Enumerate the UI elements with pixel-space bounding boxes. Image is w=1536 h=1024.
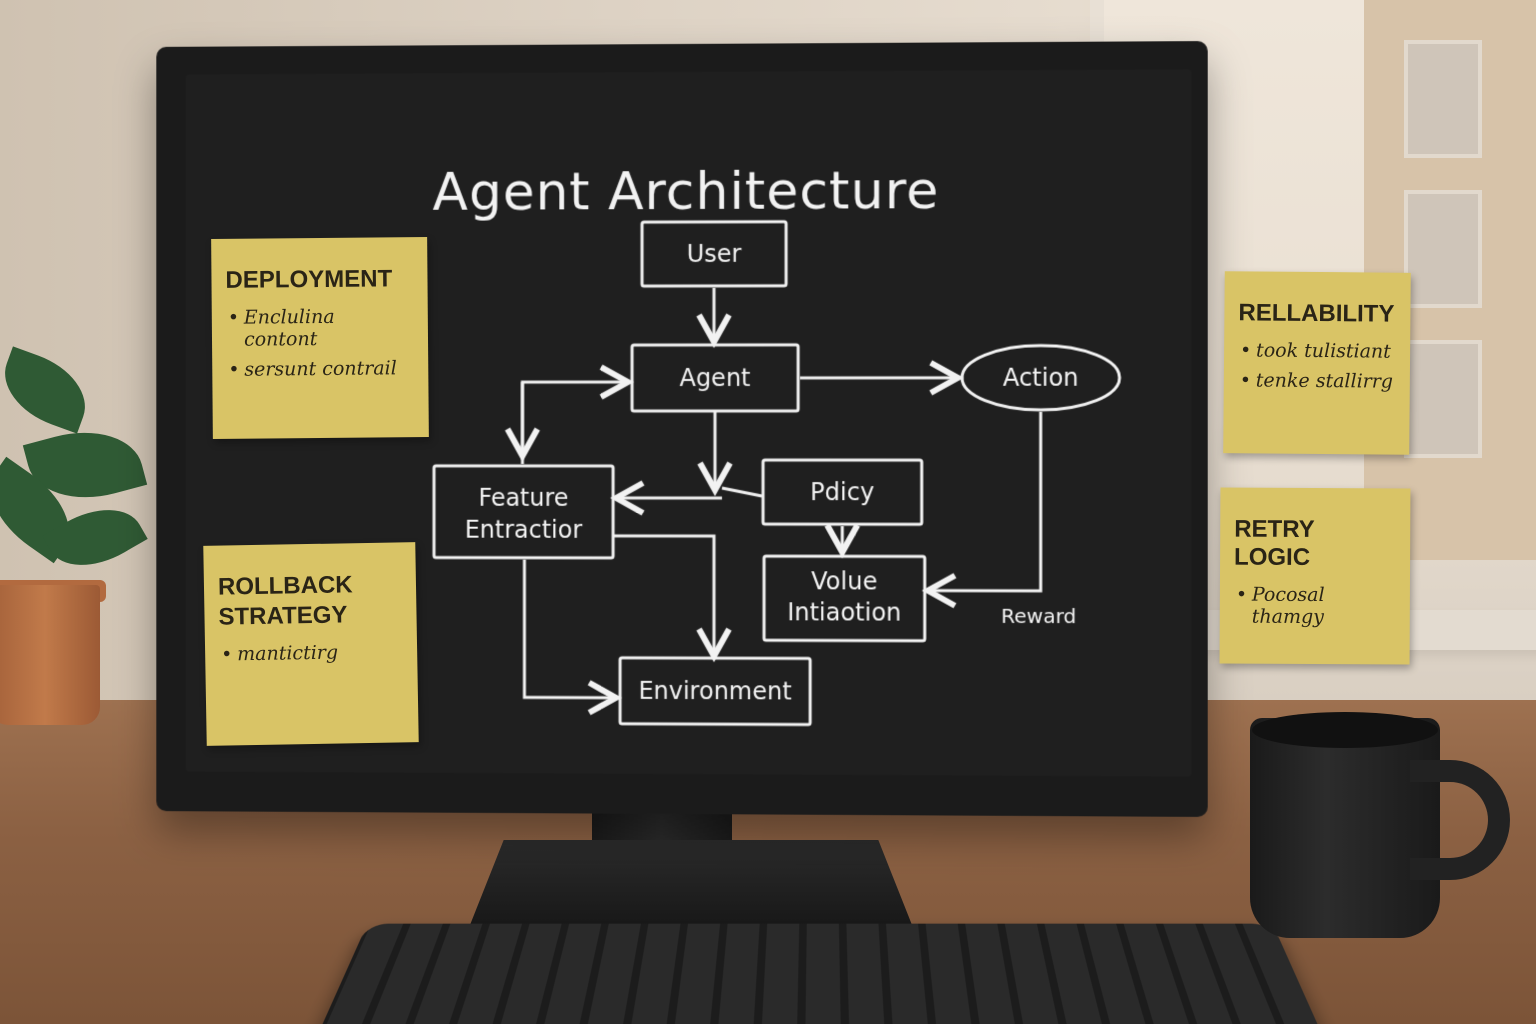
sticky-note-item: Enclulina contont [244, 305, 414, 351]
building-window [1404, 190, 1482, 308]
sticky-note-title-line2: STRATEGY [218, 601, 348, 631]
sticky-note-item: Pocosal thamgy [1252, 584, 1396, 629]
sticky-note-item: tenke stallirrg [1256, 369, 1396, 392]
monitor: Agent Architecture [156, 41, 1207, 817]
sticky-note-rollback: ROLLBACK STRATEGY mantictirg [203, 542, 419, 746]
sticky-note-item: mantictirg [237, 640, 403, 666]
edge-feature-environment [614, 534, 714, 656]
node-feature-label-line1: Feature [478, 484, 568, 512]
sticky-note-retry: RETRY LOGIC Pocosal thamgy [1219, 487, 1411, 665]
sticky-note-item: took tulistiant [1256, 339, 1396, 362]
coffee-mug [1250, 718, 1440, 938]
sticky-note-list: took tulistiant tenke stallirrg [1238, 339, 1396, 392]
architecture-diagram: User Agent Action Feature Entractior Pdi… [186, 69, 1192, 776]
sticky-note-list: mantictirg [219, 640, 403, 666]
node-agent-label: Agent [679, 364, 750, 392]
node-environment-label: Environment [638, 677, 791, 706]
sticky-note-reliability: RELLABILITY took tulistiant tenke stalli… [1223, 271, 1411, 455]
node-action-label: Action [1003, 364, 1079, 392]
sticky-note-list: Enclulina contont sersunt contrail [226, 305, 415, 381]
building-window [1404, 340, 1482, 458]
sticky-note-deployment: DEPLOYMENT Enclulina contont sersunt con… [211, 237, 429, 439]
node-value-label-line1: Volue [811, 567, 877, 595]
sticky-note-item: sersunt contrail [244, 357, 414, 380]
edge-feature-env-left [524, 560, 616, 698]
sticky-note-title: DEPLOYMENT [225, 265, 393, 294]
sticky-note-list: Pocosal thamgy [1234, 584, 1396, 629]
sticky-note-title: RETRY LOGIC [1234, 515, 1315, 571]
node-user-label: User [687, 240, 742, 268]
building-window [1404, 40, 1482, 158]
coffee-mug-opening [1252, 712, 1438, 748]
monitor-screen: Agent Architecture [186, 69, 1192, 776]
sticky-note-title: RELLABILITY [1238, 299, 1395, 328]
node-feature-label-line2: Entractior [465, 516, 583, 544]
edge-feature-agent [522, 382, 628, 464]
node-policy-label: Pdicy [810, 478, 874, 506]
plant-pot [0, 585, 100, 725]
edge-reward-label: Reward [1001, 605, 1076, 628]
keyboard [308, 923, 1332, 1024]
node-value-label-line2: Intiaotion [787, 598, 901, 626]
monitor-stand-base [468, 840, 914, 930]
edge-policy-join [721, 486, 762, 497]
sticky-note-title-line1: ROLLBACK [217, 571, 353, 601]
edge-action-value-reward [928, 412, 1041, 591]
